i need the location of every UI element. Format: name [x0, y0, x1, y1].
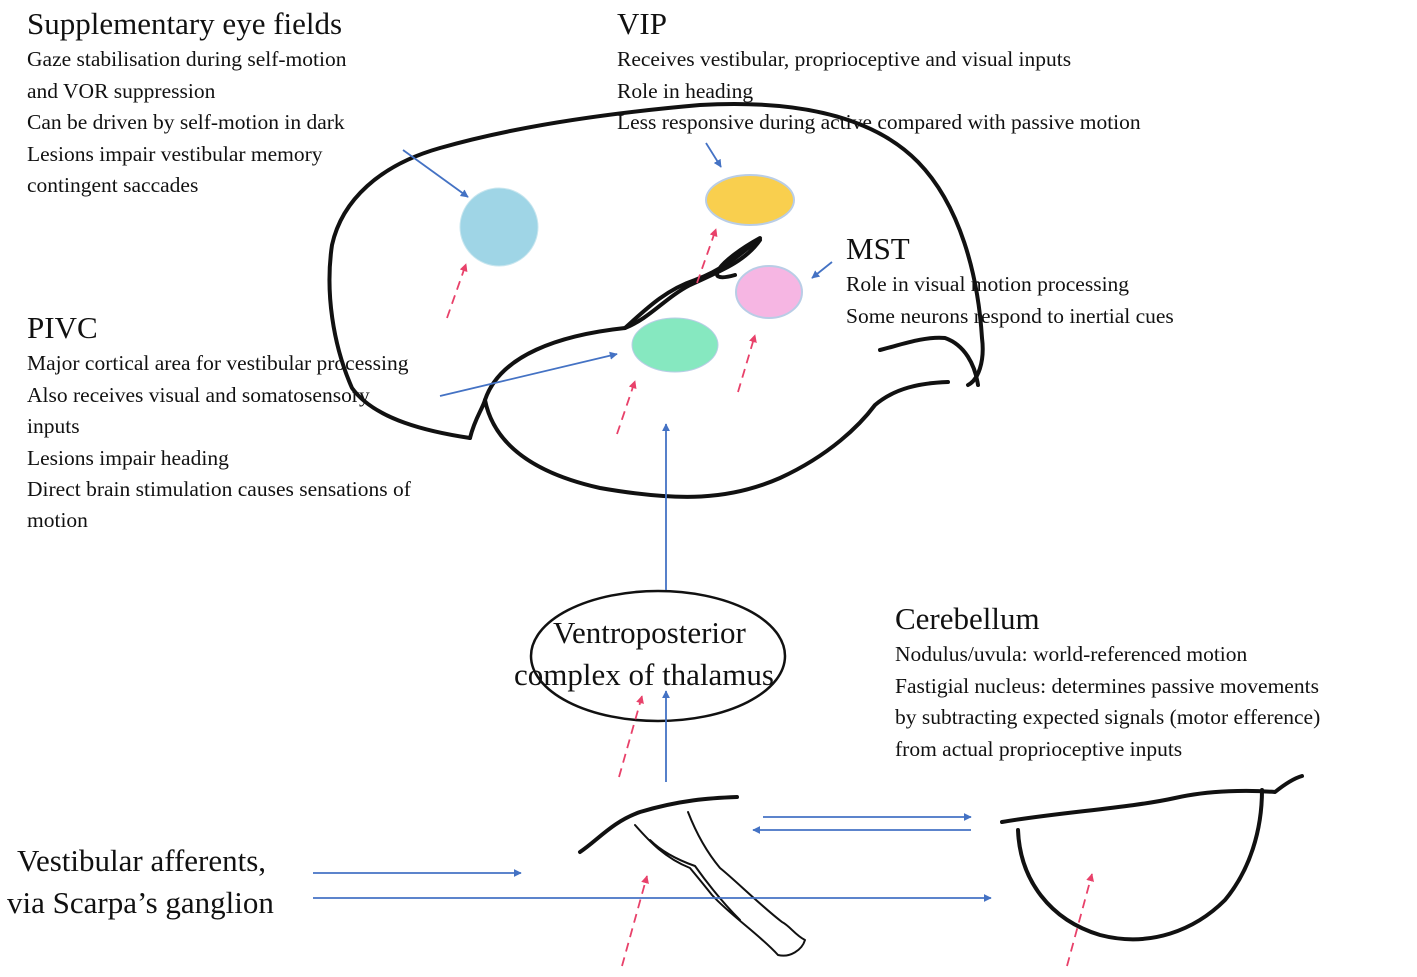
red-arrow-mst [737, 334, 757, 393]
brain-posterior-contour [878, 335, 980, 387]
vip-line-1: Receives vestibular, proprioceptive and … [617, 47, 1072, 71]
cerebellum-title: Cerebellum [895, 601, 1040, 636]
pivc-line-5: Direct brain stimulation causes sensatio… [27, 477, 411, 501]
pivc-line-3: inputs [27, 414, 80, 438]
arrow-pivc-pointer [439, 351, 618, 397]
brainstem-body [634, 811, 806, 957]
arrow-vip-pointer [705, 142, 722, 168]
arrow-sef-pointer [402, 149, 469, 198]
brain-inferior-outline [483, 380, 950, 499]
red-arrow-sef [446, 263, 468, 319]
cerebellum-line-2: Fastigial nucleus: determines passive mo… [895, 674, 1319, 698]
mst-title: MST [846, 231, 910, 266]
sef-title: Supplementary eye fields [27, 6, 343, 41]
arrow-mst-pointer [811, 261, 833, 279]
brain-sylvian-fissure [623, 238, 762, 330]
afferents-label-line-1: Vestibular afferents, [17, 843, 267, 878]
red-arrow-cerebellum [1066, 873, 1094, 967]
vip-line-2: Role in heading [617, 79, 754, 103]
sef-area [459, 187, 539, 267]
brainstem-top [578, 795, 739, 854]
mst-line-1: Role in visual motion processing [846, 272, 1130, 296]
brain-outline [327, 102, 985, 440]
thalamus-ellipse [529, 589, 787, 723]
cerebellum-body [1016, 788, 1264, 942]
thalamus-label-line-1: Ventroposterior [553, 615, 746, 650]
red-arrow-pivc [616, 380, 637, 435]
mst-area [735, 265, 803, 319]
thalamus-label-line-2: complex of thalamus [514, 657, 774, 692]
vip-area [705, 174, 795, 226]
afferents-label-line-2: via Scarpa’s ganglion [7, 885, 274, 920]
pivc-line-2: Also receives visual and somatosensory [27, 383, 370, 407]
cerebellum-line-1: Nodulus/uvula: world-referenced motion [895, 642, 1248, 666]
sef-line-3: Can be driven by self-motion in dark [27, 110, 345, 134]
red-arrow-vip [696, 228, 718, 284]
pivc-line-6: motion [27, 508, 88, 532]
sef-line-5: contingent saccades [27, 173, 199, 197]
pivc-line-4: Lesions impair heading [27, 446, 229, 470]
mst-line-2: Some neurons respond to inertial cues [846, 304, 1174, 328]
sef-line-2: and VOR suppression [27, 79, 216, 103]
pivc-area [631, 317, 719, 373]
pivc-title: PIVC [27, 310, 98, 345]
red-arrow-thalamus [618, 695, 644, 778]
cerebellum-line-4: from actual proprioceptive inputs [895, 737, 1183, 761]
cerebellum-line-3: by subtracting expected signals (motor e… [895, 705, 1321, 729]
red-arrow-brainstem [621, 875, 649, 967]
sef-line-1: Gaze stabilisation during self-motion [27, 47, 347, 71]
cerebellum-top [1000, 774, 1304, 824]
pivc-line-1: Major cortical area for vestibular proce… [27, 351, 409, 375]
sef-line-4: Lesions impair vestibular memory [27, 142, 323, 166]
vip-line-3: Less responsive during active compared w… [617, 110, 1141, 134]
vip-title: VIP [617, 6, 667, 41]
